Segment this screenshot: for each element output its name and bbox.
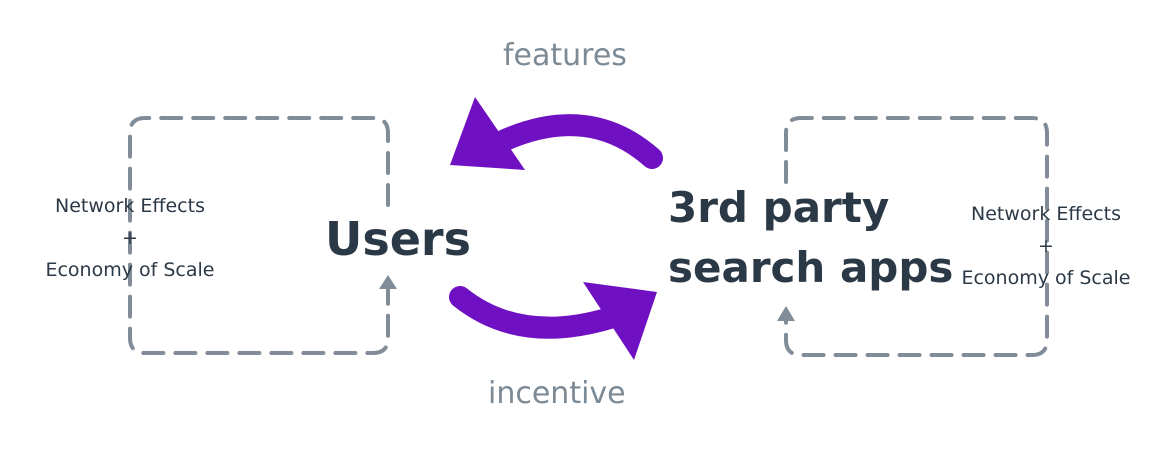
right-loop-label: Network Effects + Economy of Scale (946, 198, 1146, 294)
left-loop-line2: + (122, 227, 138, 249)
features-arrowhead (450, 97, 525, 170)
apps-node-line1: 3rd party (668, 183, 890, 232)
right-loop-line3: Economy of Scale (961, 267, 1131, 289)
features-arrow-shaft (494, 114, 663, 169)
incentive-arrow-shaft (449, 286, 621, 339)
left-loop-label: Network Effects + Economy of Scale (30, 190, 230, 286)
apps-node-line2: search apps (668, 243, 954, 292)
right-loop-line2: + (1038, 235, 1054, 257)
left-loop-line3: Economy of Scale (45, 259, 215, 281)
left-loop-arrowhead (379, 275, 397, 289)
right-loop-line1: Network Effects (971, 203, 1121, 225)
right-loop-dashed-path (784, 116, 1049, 357)
apps-node: 3rd party search apps (668, 178, 953, 298)
users-node: Users (325, 212, 471, 266)
incentive-arrowhead (583, 282, 657, 360)
features-label: features (503, 38, 627, 73)
left-loop-dashed-path (128, 116, 390, 355)
right-loop-arrowhead (777, 306, 795, 321)
incentive-label: incentive (488, 376, 626, 411)
left-loop-line1: Network Effects (55, 195, 205, 217)
